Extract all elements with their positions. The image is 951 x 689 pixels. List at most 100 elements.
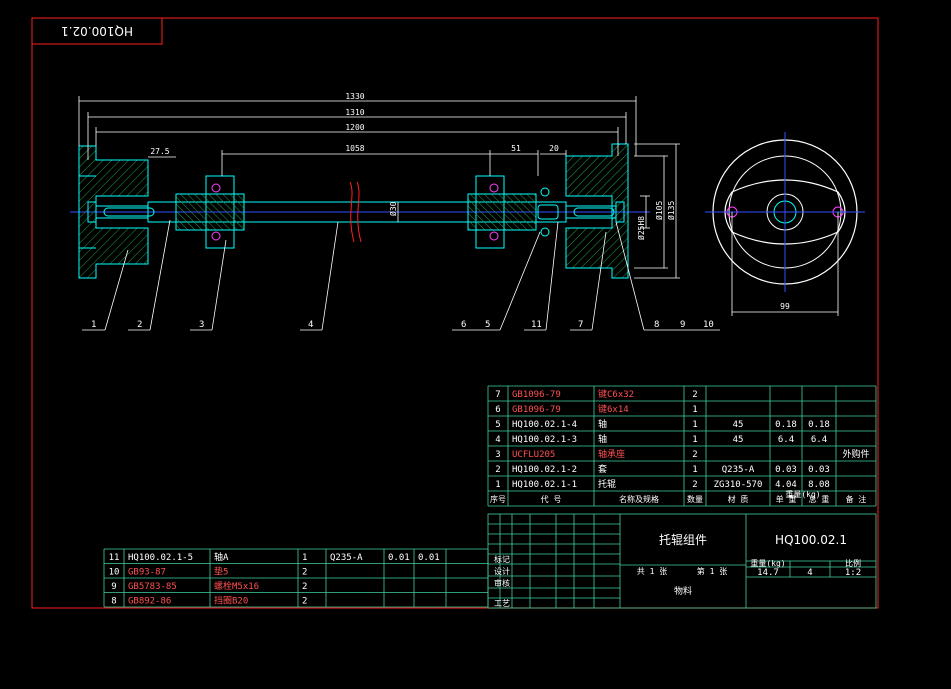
upper-row-5-code: HQ100.02.1-4	[512, 420, 577, 430]
upper-row-2-total: 0.03	[808, 465, 830, 475]
upper-row-7-name: 键C6x32	[598, 388, 634, 400]
upper-header-5: 单 重	[776, 494, 797, 504]
bolt-right	[615, 201, 625, 223]
upper-row-3-qty: 2	[692, 450, 697, 460]
bolt-left	[87, 201, 97, 223]
balloon-4: 4	[308, 320, 313, 330]
upper-header-2: 名称及规格	[619, 494, 659, 504]
left-roller	[78, 145, 149, 279]
lower-row-10-no: 10	[109, 568, 120, 578]
dim-d105: Ø105	[654, 201, 664, 220]
dim-1310: 1310	[345, 108, 364, 117]
lower-row-11-name: 轴A	[214, 551, 229, 563]
key-right	[573, 207, 615, 217]
upper-header-3: 数量	[687, 494, 703, 504]
balloon-3: 3	[199, 320, 204, 330]
lower-row-9-code: GB5783-85	[128, 582, 177, 592]
drawing-border	[31, 17, 879, 609]
main-view: 1330 1310 1200 27.5 1058 51 20 Ø30 Ø25H8…	[70, 92, 720, 331]
upper-row-5-name: 轴	[598, 418, 607, 430]
upper-row-1-total: 8.08	[808, 480, 830, 490]
lower-row-8-no: 8	[111, 597, 116, 607]
upper-row-1-code: HQ100.02.1-1	[512, 480, 577, 490]
balloon-9: 9	[680, 320, 685, 330]
upper-row-4-code: HQ100.02.1-3	[512, 435, 577, 445]
right-roller	[565, 143, 629, 279]
lower-row-8-name: 挡圈B20	[214, 595, 248, 607]
upper-row-5-no: 5	[495, 420, 500, 430]
key-middle	[537, 204, 559, 220]
lower-row-11-unit: 0.01	[388, 553, 410, 563]
dim-99: 99	[780, 302, 790, 311]
upper-row-3-note: 外购件	[842, 448, 869, 460]
upper-row-4-no: 4	[495, 435, 500, 445]
bearing-right	[467, 175, 537, 249]
balloon-2: 2	[137, 320, 142, 330]
sheet-index: 第 1 张	[697, 566, 727, 576]
upper-row-5-unit: 0.18	[775, 420, 797, 430]
upper-header-6: 总 重	[809, 494, 830, 504]
leader-lines	[82, 219, 720, 331]
lower-row-9-name: 螺栓M5x16	[214, 580, 259, 592]
upper-row-7-qty: 2	[692, 390, 697, 400]
upper-row-2-no: 2	[495, 465, 500, 475]
lower-row-9-no: 9	[111, 582, 116, 592]
drawing-name: 托辊组件	[659, 533, 707, 547]
dim-20: 20	[549, 144, 559, 153]
balloon-7: 7	[578, 320, 583, 330]
lower-row-9-qty: 2	[302, 582, 307, 592]
upper-row-1-no: 1	[495, 480, 500, 490]
upper-header-0: 序号	[490, 494, 506, 504]
upper-row-4-name: 轴	[598, 433, 607, 445]
dim-1200: 1200	[345, 123, 364, 132]
upper-row-6-code: GB1096-79	[512, 405, 561, 415]
upper-header-7: 备 注	[846, 494, 867, 504]
sheet-total: 共 1 张	[637, 567, 667, 576]
pin-bottom	[540, 227, 550, 237]
upper-row-5-qty: 1	[692, 420, 697, 430]
tb-row-label-2: 审核	[494, 578, 510, 588]
title-box-frame	[31, 17, 163, 45]
upper-header-1: 代 号	[541, 494, 562, 504]
upper-row-7-no: 7	[495, 390, 500, 400]
upper-row-2-code: HQ100.02.1-2	[512, 465, 577, 475]
title-box-text: HQ100.02.1	[61, 24, 133, 38]
dim-d25: Ø25H8	[636, 216, 646, 240]
tb-row-label-0: 标记	[494, 554, 510, 564]
pin-top	[540, 187, 550, 197]
lower-row-11-total: 0.01	[418, 553, 440, 563]
upper-row-4-qty: 1	[692, 435, 697, 445]
upper-row-1-name: 托辊	[598, 478, 616, 490]
balloon-11: 11	[531, 320, 542, 330]
tb-row-label-3: 工艺	[494, 599, 510, 608]
lower-row-11-mat: Q235-A	[330, 553, 363, 563]
upper-row-4-unit: 6.4	[778, 435, 794, 445]
upper-row-4-mat: 45	[733, 435, 744, 445]
upper-row-5-total: 0.18	[808, 420, 830, 430]
upper-row-2-name: 套	[598, 463, 607, 475]
upper-row-1-mat: ZG310-570	[714, 480, 763, 490]
balloon-1: 1	[91, 320, 96, 330]
upper-row-1-unit: 4.04	[775, 480, 797, 490]
upper-row-3-name: 轴承座	[598, 448, 625, 460]
dim-27-5: 27.5	[150, 147, 169, 156]
weight-label: 重量(kg)	[750, 558, 785, 568]
upper-row-6-qty: 1	[692, 405, 697, 415]
upper-row-3-code: UCFLU205	[512, 450, 555, 460]
dim-d135: Ø135	[666, 201, 676, 220]
upper-row-6-no: 6	[495, 405, 500, 415]
lower-row-10-name: 垫5	[214, 566, 228, 578]
lower-row-11-qty: 1	[302, 553, 307, 563]
upper-header-4: 材 质	[728, 494, 749, 504]
lower-row-10-code: GB93-87	[128, 568, 166, 578]
upper-row-2-mat: Q235-A	[722, 465, 755, 475]
scale-value: 1:2	[845, 568, 861, 578]
lower-row-8-code: GB892-86	[128, 597, 171, 607]
company-name: 物料	[674, 585, 692, 597]
balloon-10: 10	[703, 320, 714, 330]
lower-row-11-no: 11	[109, 553, 120, 563]
balloon-8: 8	[654, 320, 659, 330]
